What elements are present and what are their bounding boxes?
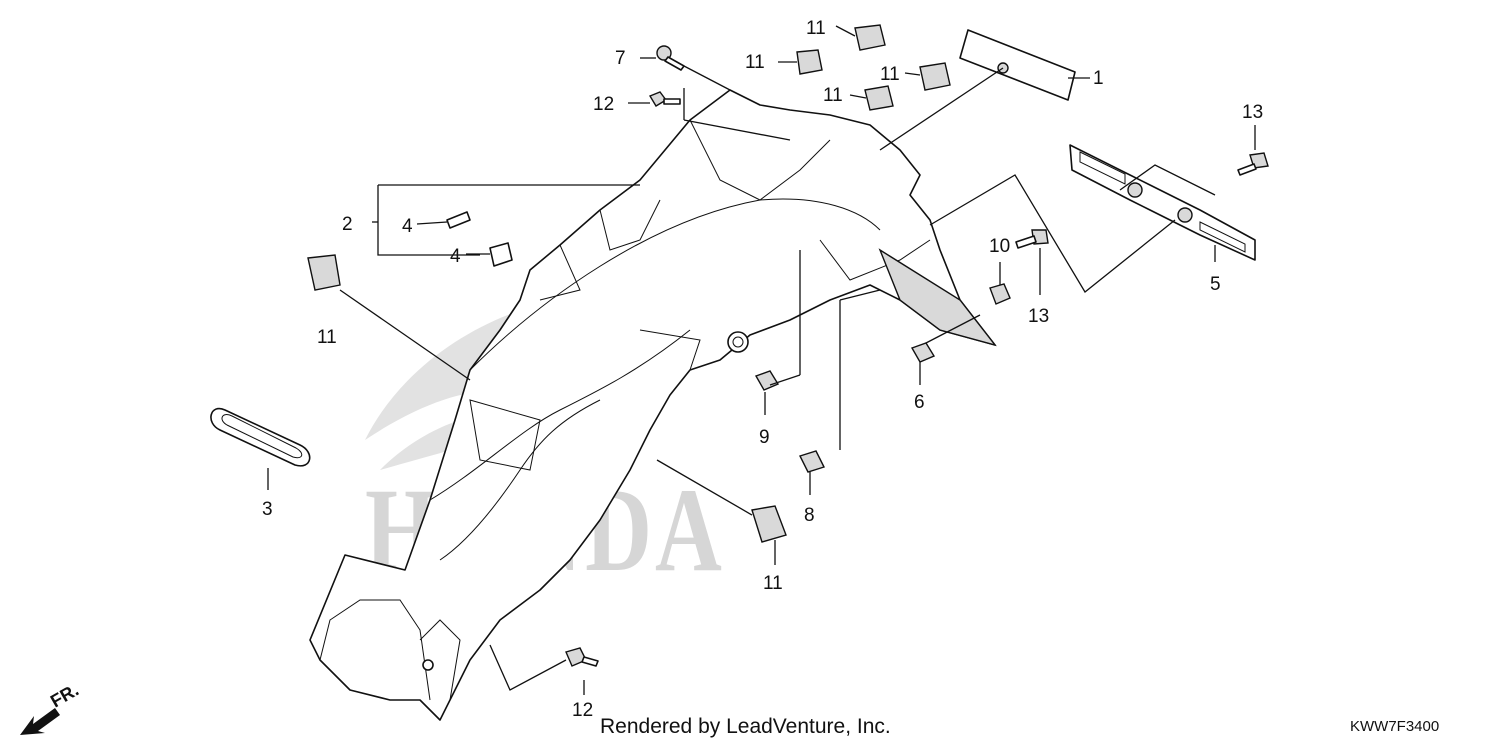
callout-9: 9 bbox=[759, 427, 770, 448]
callout-12-bottom: 12 bbox=[572, 700, 593, 721]
callout-7: 7 bbox=[615, 48, 626, 69]
clip-nut-11-b bbox=[796, 49, 823, 75]
nut-part-6 bbox=[910, 342, 936, 363]
bolt-part-12-top bbox=[648, 91, 681, 107]
callout-11-left: 11 bbox=[317, 327, 337, 348]
clip-nut-11-a bbox=[854, 24, 886, 51]
clip-nut-11-e bbox=[307, 254, 341, 291]
callout-13-middle: 13 bbox=[1028, 306, 1049, 327]
callout-11-bottom: 11 bbox=[763, 573, 783, 594]
callout-8: 8 bbox=[804, 505, 815, 526]
nut-part-8 bbox=[799, 450, 825, 473]
callout-12-top: 12 bbox=[593, 94, 614, 115]
callout-11-upper-left: 11 bbox=[745, 52, 765, 73]
callout-10: 10 bbox=[989, 236, 1010, 257]
pad-part-4-upper bbox=[446, 211, 471, 229]
pad-part-4-lower bbox=[489, 242, 513, 267]
bolt-part-13-right bbox=[1237, 152, 1269, 176]
bolt-part-7 bbox=[656, 45, 685, 71]
nut-part-9 bbox=[754, 370, 780, 391]
clip-nut-11-d bbox=[864, 85, 894, 111]
bolt-part-13-middle bbox=[1015, 229, 1049, 249]
clip-nut-11-f bbox=[751, 505, 787, 543]
callout-2: 2 bbox=[342, 214, 353, 235]
collar-part-10 bbox=[989, 283, 1011, 305]
reflector-part-1 bbox=[959, 29, 1076, 101]
diagram-code: KWW7F3400 bbox=[1350, 718, 1439, 735]
rear-fender-assembly bbox=[309, 89, 997, 721]
front-direction-arrow-icon bbox=[20, 708, 60, 735]
callout-11-top: 11 bbox=[806, 18, 826, 39]
callout-11-upper-right: 11 bbox=[880, 64, 900, 85]
leader-lines bbox=[267, 25, 1256, 695]
render-credit: Rendered by LeadVenture, Inc. bbox=[600, 715, 891, 738]
bolt-part-12-bottom bbox=[565, 647, 599, 667]
license-bracket-part-5 bbox=[1069, 144, 1256, 261]
callout-1: 1 bbox=[1093, 68, 1104, 89]
callout-4-lower: 4 bbox=[450, 246, 461, 267]
callout-6: 6 bbox=[914, 392, 925, 413]
callout-4-upper: 4 bbox=[402, 216, 413, 237]
front-direction-label: FR. bbox=[47, 680, 82, 712]
clip-nut-11-c bbox=[919, 62, 951, 91]
callout-11-mid: 11 bbox=[823, 85, 843, 106]
callout-13-right: 13 bbox=[1242, 102, 1263, 123]
callout-3: 3 bbox=[262, 499, 273, 520]
grommet-ring-part-3 bbox=[210, 407, 311, 467]
callout-5: 5 bbox=[1210, 274, 1221, 295]
